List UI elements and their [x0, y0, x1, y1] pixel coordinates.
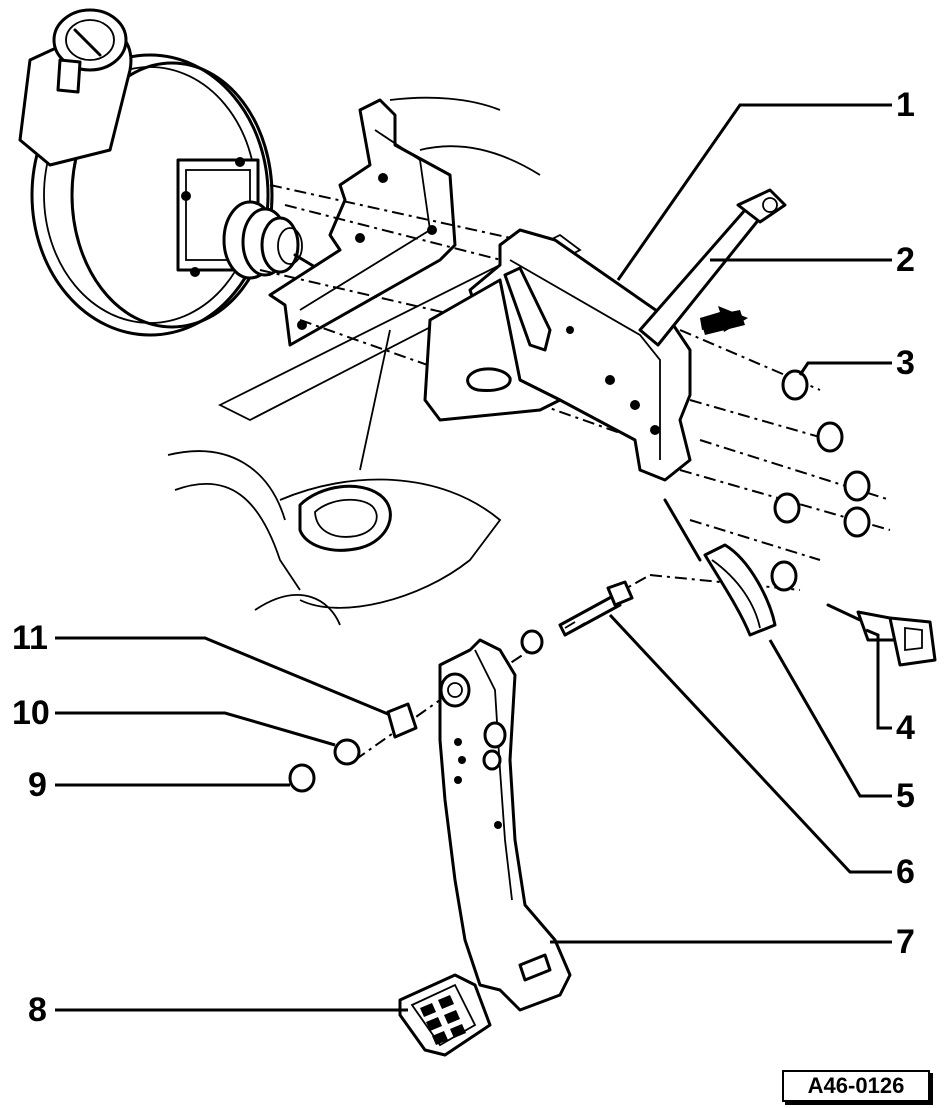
pedal-bracket — [423, 228, 692, 482]
bulkhead-plate — [268, 98, 457, 347]
callout-4: 4 — [896, 709, 915, 747]
small-parts — [288, 702, 418, 793]
callout-1: 1 — [896, 86, 915, 124]
return-spring — [663, 498, 777, 637]
brake-light-switch — [826, 603, 937, 667]
vehicle-body-outline — [167, 96, 582, 626]
callout-11: 11 — [12, 619, 48, 657]
callout-3: 3 — [896, 344, 915, 382]
callout-6: 6 — [896, 853, 915, 891]
leader-lines — [55, 103, 892, 1012]
brake-servo — [18, 8, 358, 337]
pedal-pad — [398, 973, 492, 1057]
callout-7: 7 — [896, 923, 915, 961]
callout-8: 8 — [28, 991, 47, 1029]
callout-2: 2 — [896, 241, 915, 279]
direction-arrow-icon — [700, 306, 748, 332]
reference-code: A46-0126 — [782, 1070, 930, 1102]
pedal-nut — [520, 629, 544, 655]
nuts — [770, 369, 871, 592]
callout-10: 10 — [12, 694, 50, 732]
callout-5: 5 — [896, 777, 915, 815]
brake-pedal — [438, 638, 572, 1012]
pivot-bolt — [558, 580, 634, 637]
callout-9: 9 — [28, 766, 47, 804]
